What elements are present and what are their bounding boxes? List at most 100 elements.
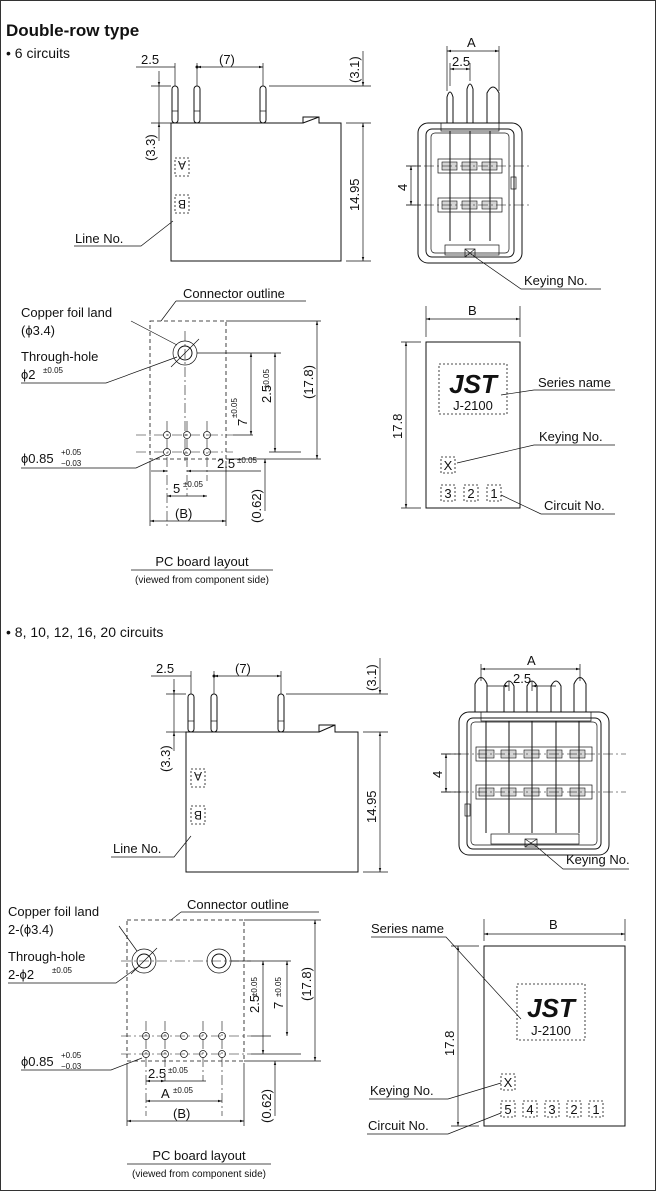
- dim-0-62-label: (0.62): [249, 489, 264, 523]
- series-name-label: Series name: [371, 921, 444, 936]
- section-heading: • 8, 10, 12, 16, 20 circuits: [6, 624, 163, 640]
- copper-foil-label: Copper foil land: [8, 904, 99, 919]
- pin-tol-lower: −0.03: [61, 459, 82, 468]
- through-hole-label: Through-hole: [21, 349, 98, 364]
- circuit-number: 2: [570, 1102, 577, 1117]
- section-heading: • 6 circuits: [6, 45, 70, 61]
- circuit-number: 1: [490, 486, 497, 501]
- dim-7-label: (7): [235, 661, 251, 676]
- pin-dia-label: ϕ0.85: [21, 1054, 54, 1069]
- copper-foil-label: Copper foil land: [21, 305, 112, 320]
- circuit-no-label: Circuit No.: [368, 1118, 429, 1133]
- pcb-layout-caption: PC board layout: [155, 554, 249, 569]
- circuit-number: 3: [444, 486, 451, 501]
- dim-2-5h-label: 2.5: [148, 1066, 166, 1081]
- dim-3-1-label: (3.1): [347, 56, 362, 83]
- through-hole-label: Through-hole: [8, 949, 85, 964]
- side-view: 2.5 (7) (3.1) 14.95 (3.3) A B Line No.: [111, 658, 388, 873]
- dim-pitch-label: 2.5: [141, 52, 159, 67]
- keying-mark: X: [504, 1075, 513, 1090]
- dim-pitch-label: 2.5: [452, 54, 470, 69]
- dim-3-3-label: (3.3): [158, 745, 173, 772]
- dim-3-3-label: (3.3): [143, 134, 158, 161]
- marking-view: B 17.8 JST J-2100 Series name X Keying N…: [390, 303, 615, 515]
- dim-5-tol: ±0.05: [183, 480, 204, 489]
- mark-b-flipped: B: [178, 197, 186, 211]
- circuit-no-label: Circuit No.: [544, 498, 605, 513]
- jst-logo: JST: [527, 993, 577, 1023]
- pcb-layout-caption: PC board layout: [152, 1148, 246, 1163]
- pcb-layout-subcaption: (viewed from component side): [132, 1169, 266, 1180]
- keying-no-label: Keying No.: [566, 852, 630, 867]
- marking-view: B 17.8 JST J-2100 Series name X Keying N…: [367, 917, 626, 1135]
- section-6-circuits: • 6 circuits 2.5 (7) (3.: [6, 35, 615, 586]
- dim-2-5v-label: 2.5: [259, 385, 274, 403]
- dim-2-5v-tol: ±0.05: [250, 976, 259, 997]
- dim-7-label: (7): [219, 52, 235, 67]
- circuit-number: 1: [592, 1102, 599, 1117]
- dim-7-label: 7: [235, 419, 250, 426]
- pcb-layout: 7 ±0.05 2.5 ±0.05 (17.8) (0.62) 2.5 ±0.0…: [21, 286, 321, 586]
- dim-b-label: (B): [175, 506, 192, 521]
- mark-a-flipped: A: [194, 769, 202, 783]
- dim-2-5h-tol: ±0.05: [168, 1066, 189, 1075]
- pin-dia-label: ϕ0.85: [21, 451, 54, 466]
- pcb-layout: 2.5 ±0.05 7 ±0.05 (17.8) (0.62) 2.5 ±0.0…: [8, 897, 321, 1180]
- dim-2-5h-tol: ±0.05: [237, 456, 258, 465]
- copper-foil-dia: 2-(ϕ3.4): [8, 922, 54, 937]
- pin-tol-upper: +0.05: [61, 448, 82, 457]
- pin-tol-lower: −0.03: [61, 1062, 82, 1071]
- dim-17-8-label: (17.8): [301, 365, 316, 399]
- connector-outline-label: Connector outline: [187, 897, 289, 912]
- dim-b-label: B: [549, 917, 558, 932]
- dim-b-label: (B): [173, 1106, 190, 1121]
- mark-b-flipped: B: [194, 808, 202, 822]
- keying-no-label: Keying No.: [524, 273, 588, 288]
- page-title: Double-row type: [6, 21, 139, 40]
- section-8-to-20-circuits: • 8, 10, 12, 16, 20 circuits 2.5 (7) (3.…: [6, 624, 630, 1180]
- dim-7-tol: ±0.05: [230, 397, 239, 418]
- pcb-layout-subcaption: (viewed from component side): [135, 575, 269, 586]
- through-hole-tol: ±0.05: [43, 366, 64, 375]
- dim-a-label: A: [161, 1086, 170, 1101]
- dim-17-8-label: 17.8: [390, 414, 405, 439]
- line-no-label: Line No.: [113, 841, 161, 856]
- circuit-number: 5: [504, 1102, 511, 1117]
- through-hole-dia: 2-ϕ2: [8, 967, 34, 982]
- dim-0-62-label: (0.62): [259, 1089, 274, 1123]
- keying-mark: X: [444, 458, 453, 473]
- through-hole-dia: ϕ2: [21, 367, 36, 382]
- front-view: A 2.5 4 Keying No.: [430, 653, 630, 870]
- model-number: J-2100: [531, 1023, 571, 1038]
- series-name-label: Series name: [538, 375, 611, 390]
- dim-a-label: A: [467, 35, 476, 50]
- dim-a-label: A: [527, 653, 536, 668]
- dim-height-label: 14.95: [364, 790, 379, 823]
- dim-row-pitch-label: 4: [395, 184, 410, 191]
- dim-2-5v-tol: ±0.05: [262, 368, 271, 389]
- dim-pitch-label: 2.5: [156, 661, 174, 676]
- circuit-number: 2: [467, 486, 474, 501]
- mark-a-flipped: A: [178, 158, 186, 172]
- dim-7-tol: ±0.05: [274, 976, 283, 997]
- dim-17-8-label: 17.8: [442, 1031, 457, 1056]
- dim-height-label: 14.95: [347, 178, 362, 211]
- copper-foil-dia: (ϕ3.4): [21, 323, 55, 338]
- model-number: J-2100: [453, 398, 493, 413]
- dim-3-1-label: (3.1): [364, 664, 379, 691]
- keying-no-label: Keying No.: [370, 1083, 434, 1098]
- front-view: A 2.5 4 Keying No.: [395, 35, 601, 290]
- dim-a-tol: ±0.05: [173, 1086, 194, 1095]
- dim-7-label: 7: [271, 1002, 286, 1009]
- dim-row-pitch-label: 4: [430, 771, 445, 778]
- connector-outline-label: Connector outline: [183, 286, 285, 301]
- dim-pitch-label: 2.5: [513, 671, 531, 686]
- dim-b-label: B: [468, 303, 477, 318]
- keying-no-label: Keying No.: [539, 429, 603, 444]
- circuit-number: 4: [526, 1102, 533, 1117]
- circuit-number: 3: [548, 1102, 555, 1117]
- line-no-label: Line No.: [75, 231, 123, 246]
- dim-2-5v-label: 2.5: [247, 995, 262, 1013]
